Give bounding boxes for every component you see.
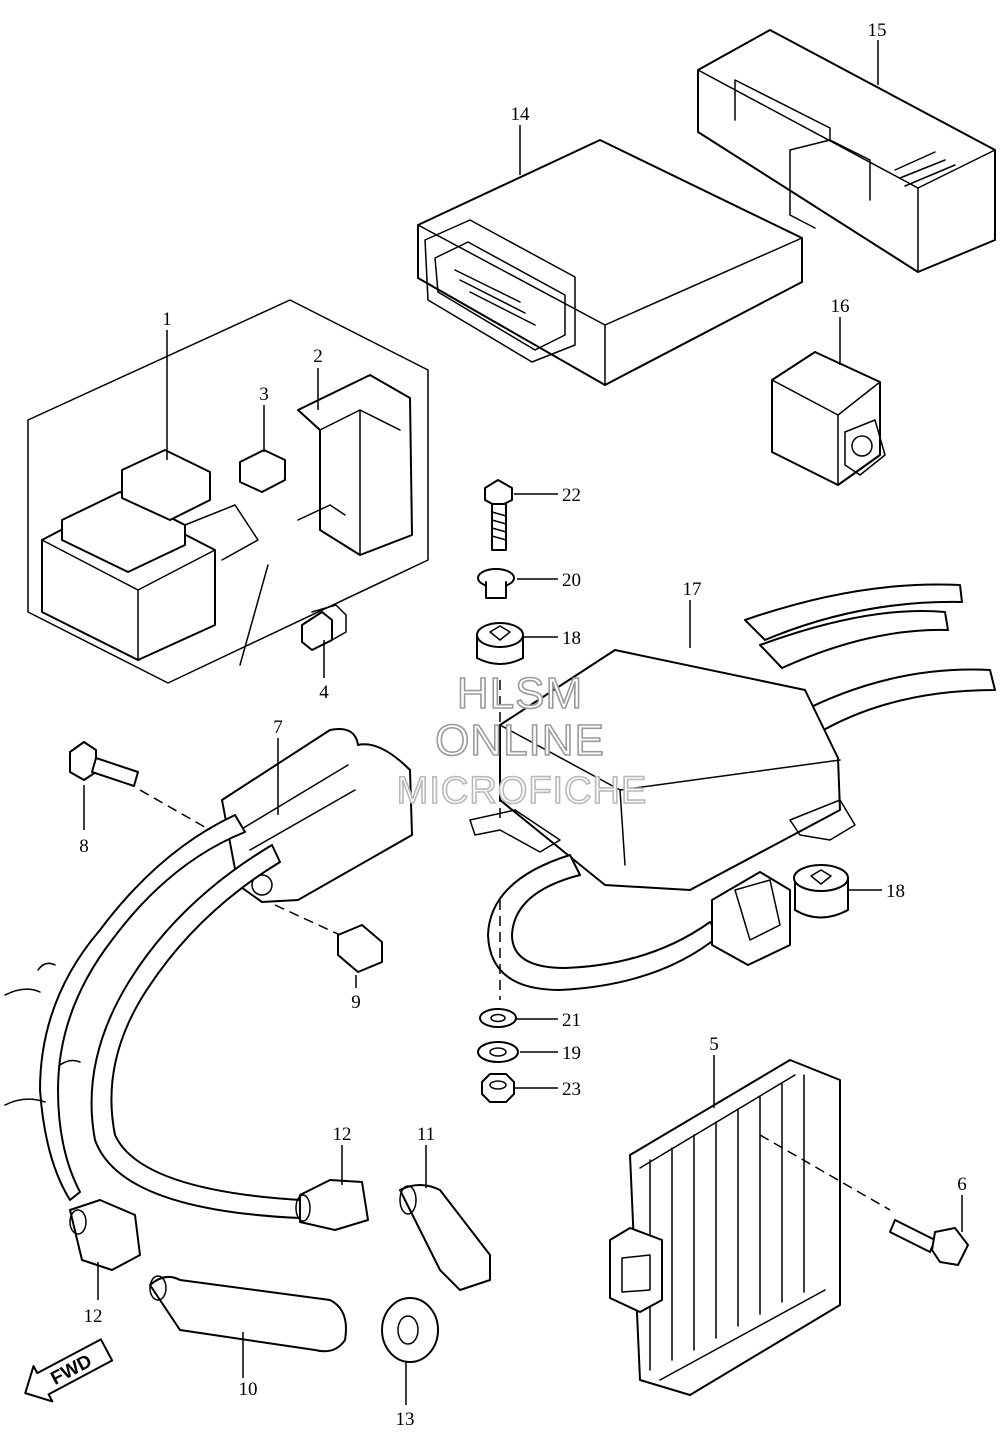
callout-18a: 18 xyxy=(562,628,581,649)
callout-8: 8 xyxy=(79,836,89,857)
callout-16: 16 xyxy=(831,296,850,317)
callout-23: 23 xyxy=(562,1079,581,1100)
part-18b-grommet xyxy=(793,864,849,919)
callout-9: 9 xyxy=(351,992,361,1013)
callout-20: 20 xyxy=(562,570,581,591)
callout-14: 14 xyxy=(511,104,531,125)
part-9-collar xyxy=(274,904,383,973)
part-20-collar xyxy=(477,568,515,599)
callout-10: 10 xyxy=(239,1379,258,1400)
part-18a-grommet xyxy=(476,622,524,665)
part-5-regulator xyxy=(609,1059,841,1396)
part-13-seal xyxy=(381,1297,439,1363)
callout-17: 17 xyxy=(683,579,702,600)
callout-6: 6 xyxy=(957,1174,967,1195)
watermark-line-2: ONLINE xyxy=(435,716,605,765)
callout-7: 7 xyxy=(273,717,283,738)
callout-4: 4 xyxy=(319,682,329,703)
watermark-line-1: HLSM xyxy=(457,669,583,718)
part-21-washer xyxy=(479,1008,517,1028)
leader-lines xyxy=(83,40,963,1405)
fwd-direction-badge: FWD xyxy=(24,1338,114,1403)
part-17-control-unit xyxy=(469,583,996,991)
part-1-relay-assembly xyxy=(27,299,429,684)
callout-15: 15 xyxy=(868,20,887,41)
callouts: 1 2 3 4 5 6 7 8 9 10 11 12 12 13 14 15 1… xyxy=(79,20,967,1430)
watermark: HLSM ONLINE MICROFICHE xyxy=(396,668,648,813)
part-23-nut xyxy=(481,1073,515,1103)
callout-18b: 18 xyxy=(886,881,905,902)
part-14-ecm xyxy=(417,139,803,386)
part-11-plug-cap xyxy=(399,1184,491,1291)
callout-22: 22 xyxy=(562,485,581,506)
part-8-bolt xyxy=(69,741,211,831)
callout-11: 11 xyxy=(417,1124,435,1145)
callout-21: 21 xyxy=(562,1010,581,1031)
part-6-bolt xyxy=(759,1134,969,1266)
callout-12a: 12 xyxy=(333,1124,352,1145)
part-16-connector xyxy=(771,351,886,486)
part-12a-cap xyxy=(295,1179,369,1231)
callout-3: 3 xyxy=(259,384,269,405)
callout-13: 13 xyxy=(396,1409,415,1430)
callout-5: 5 xyxy=(709,1034,719,1055)
callout-1: 1 xyxy=(162,309,172,330)
part-10-plug-cap xyxy=(149,1275,347,1353)
part-22-bolt xyxy=(484,479,513,551)
callout-2: 2 xyxy=(313,346,323,367)
watermark-line-3: MICROFICHE xyxy=(397,770,648,812)
callout-19: 19 xyxy=(562,1043,581,1064)
callout-12b: 12 xyxy=(84,1306,103,1327)
part-12b-cap xyxy=(69,1199,141,1271)
part-15-cover xyxy=(697,29,996,273)
part-7-ignition-coil xyxy=(4,728,413,1219)
part-19-washer xyxy=(477,1041,519,1063)
